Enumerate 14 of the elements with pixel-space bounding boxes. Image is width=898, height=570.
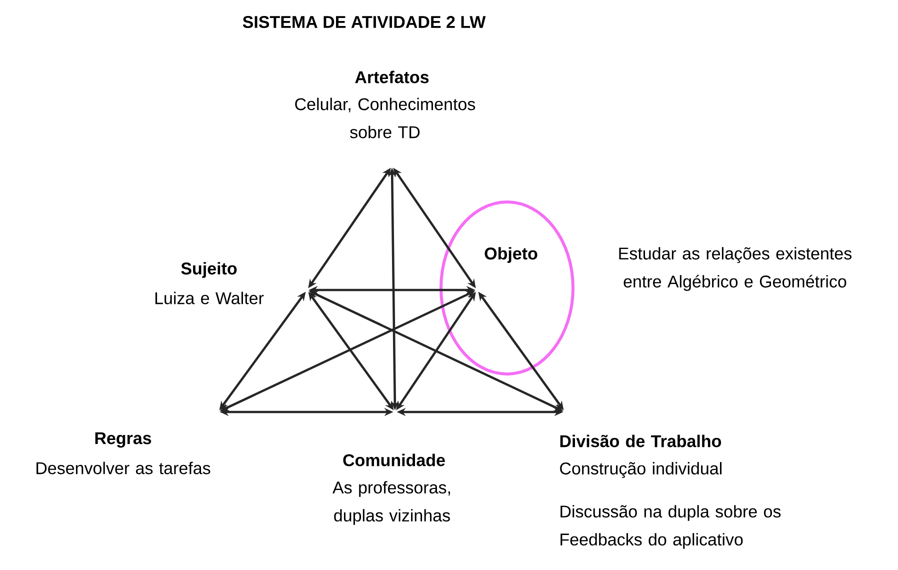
title: SISTEMA DE ATIVIDADE 2 LW [242,16,486,28]
vertex-description: Estudar as relações existentes entre Algébrico e Geométrico [619,247,852,291]
vertex-description: Celular, Conhecimentos sobre TD [295,98,476,138]
vertex-description: As professoras, duplas vizinhas [332,481,450,525]
vertex-heading: Regras [95,432,152,448]
vertex-heading: Divisão de Trabalho [560,434,722,448]
vertex-description: Luiza e Walter [155,292,264,304]
vertex-heading: Objeto [484,247,538,263]
vertex-description: Discussão na dupla sobre os Feedbacks do aplicativo [560,505,781,549]
vertex-description: Construção individual [560,462,722,478]
vertex-heading: Artefatos [355,70,429,84]
vertex-heading: Comunidade [343,454,445,466]
vertex-description: Desenvolver as tarefas [36,462,210,474]
vertex-heading: Sujeito [181,262,237,278]
